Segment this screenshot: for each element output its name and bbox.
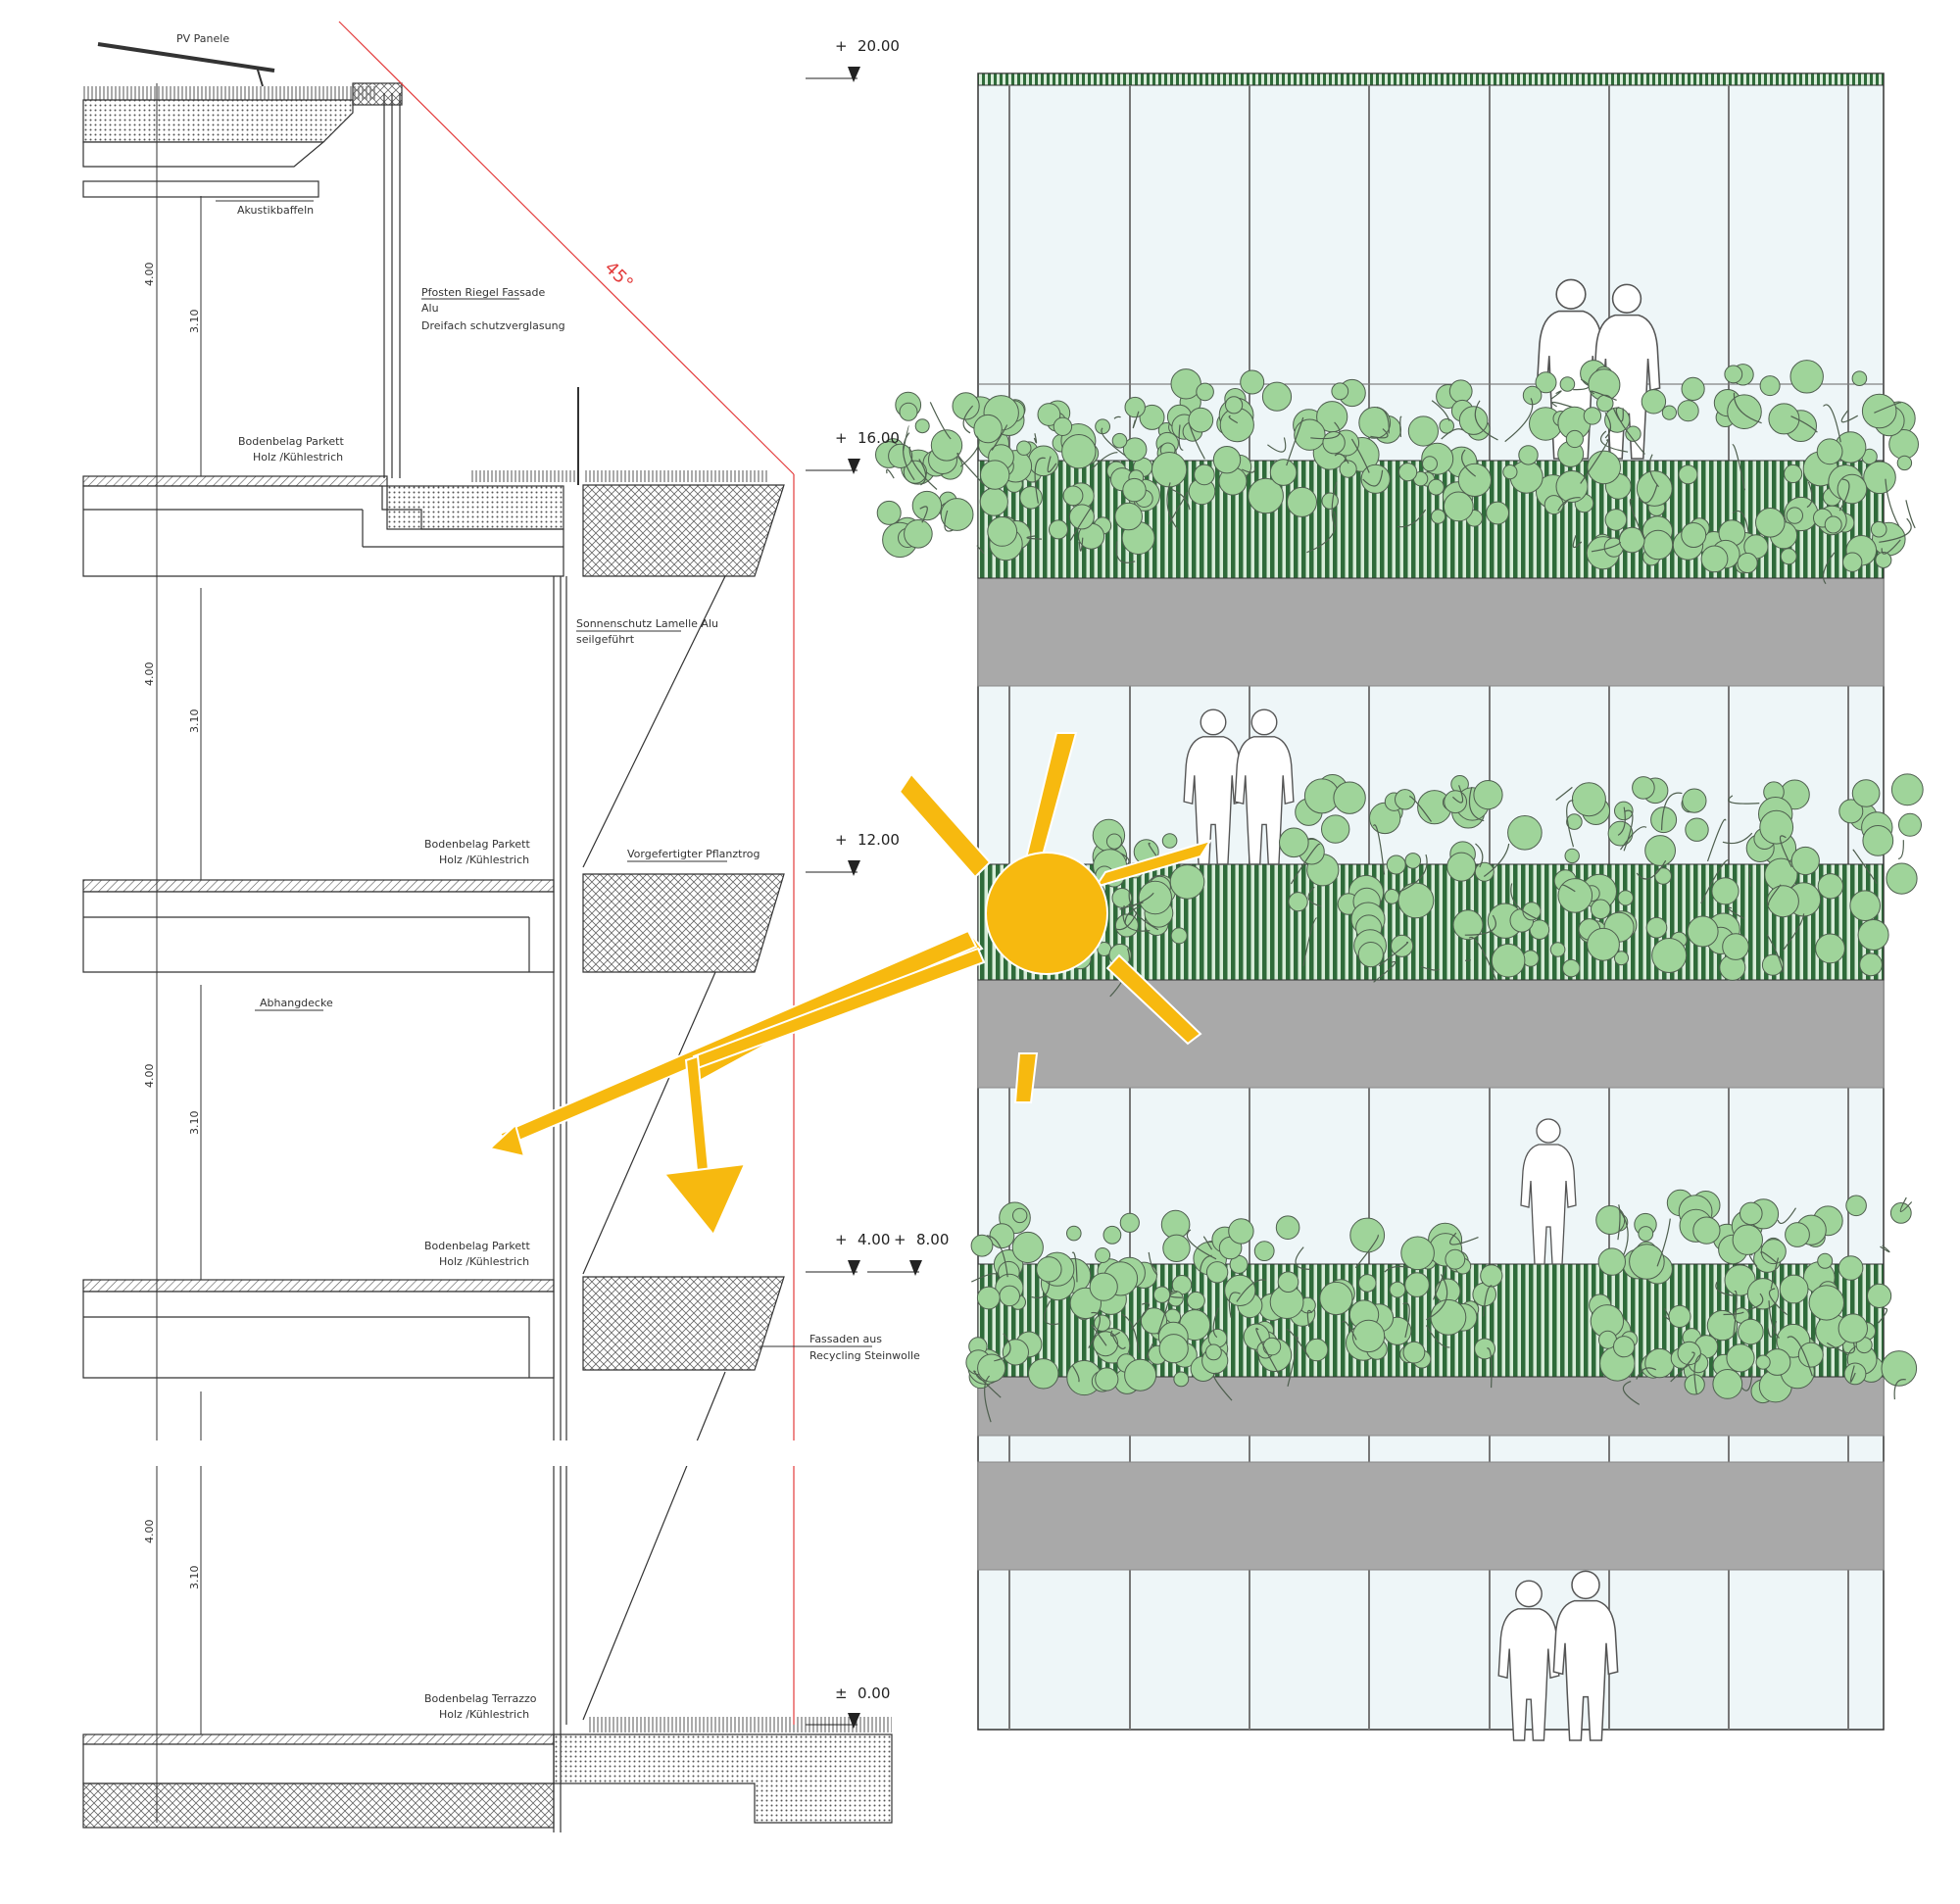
label-floor-b-2: Holz /Kühlestrich — [439, 854, 529, 866]
level-0-sign: ± — [835, 1684, 848, 1702]
person-silhouette — [1497, 1580, 1560, 1741]
level-4: + 4.00 — [806, 1231, 890, 1276]
level-16-sign: + — [835, 429, 848, 447]
foliage-cluster — [1218, 1215, 1503, 1389]
person-silhouette — [1183, 708, 1244, 865]
label-floor-c-1: Bodenbelag Parkett — [424, 1240, 530, 1252]
label-floor-b-1: Bodenbelag Parkett — [424, 838, 530, 851]
facade-mullion-top — [383, 93, 401, 478]
slab-level-16 — [82, 387, 785, 577]
level-0-value: 0.00 — [858, 1684, 890, 1702]
level-triangle-icon — [848, 67, 860, 82]
person-silhouette — [1552, 1570, 1619, 1741]
dim-floor-1: 4.00 — [143, 263, 156, 287]
label-acoustic: Akustikbaffeln — [237, 204, 314, 217]
foliage-cluster — [1555, 360, 1919, 585]
label-floor-c-2: Holz /Kühlestrich — [439, 1255, 529, 1268]
label-sunshade-1: Sonnenschutz Lamelle Alu — [576, 617, 718, 630]
level-4-sign: + — [835, 1231, 848, 1248]
dim-clear-4: 3.10 — [188, 1566, 201, 1590]
level-20: + 20.00 — [806, 37, 900, 82]
label-planter: Vorgefertigter Pflanztrog — [627, 848, 760, 860]
foliage-cluster — [1279, 773, 1924, 983]
foliage-cluster — [965, 1201, 1239, 1423]
level-triangle-icon — [848, 459, 860, 474]
section-annotations: PV Panele Akustikbaffeln Pfosten Riegel … — [176, 32, 920, 1721]
level-12-sign: + — [835, 831, 848, 849]
facade-elevation — [875, 73, 1924, 1741]
level-markers: + 20.00 + 16.00 + 12.00 + 4.00 + 8.00 — [806, 37, 949, 1729]
dim-clear-2: 3.10 — [188, 709, 201, 734]
level-triangle-icon — [848, 1713, 860, 1729]
level-20-value: 20.00 — [858, 37, 900, 55]
pv-panel — [97, 42, 275, 87]
person-silhouette — [1520, 1118, 1577, 1265]
label-angle: 45° — [601, 258, 637, 294]
person-silhouette — [1234, 708, 1295, 865]
foliage-cluster — [875, 391, 1160, 563]
roof-slab — [82, 82, 403, 198]
level-8-value: 8.00 — [916, 1231, 949, 1248]
label-facade-1: Pfosten Riegel Fassade — [421, 286, 546, 299]
climbing-plant-icon — [875, 360, 1924, 1423]
level-16-value: 16.00 — [858, 429, 900, 447]
facade-columns — [553, 576, 567, 1832]
level-8: + 8.00 — [867, 1231, 949, 1276]
dim-floor-3: 4.00 — [143, 1064, 156, 1089]
label-facade-wool-1: Fassaden aus — [809, 1333, 882, 1345]
slab-level-8 — [82, 1276, 785, 1379]
level-16: + 16.00 — [806, 429, 900, 474]
level-12-value: 12.00 — [858, 831, 900, 849]
label-floor-d-1: Bodenbelag Terrazzo — [424, 1692, 537, 1705]
foliage-cluster — [1589, 1189, 1918, 1405]
level-8-sign: + — [894, 1231, 906, 1248]
dim-clear-1: 3.10 — [188, 310, 201, 334]
level-12: + 12.00 — [806, 831, 900, 876]
level-triangle-icon — [848, 860, 860, 876]
ground-slab — [82, 1717, 893, 1829]
level-triangle-icon — [848, 1260, 860, 1276]
red-guides — [338, 21, 795, 1725]
sun-icon — [487, 732, 1213, 1237]
label-facade-3: Dreifach schutzverglasung — [421, 319, 565, 332]
dim-floor-2: 4.00 — [143, 662, 156, 687]
sunshade-lamella — [582, 575, 726, 1721]
label-floor-a-1: Bodenbelag Parkett — [238, 435, 344, 448]
dimension-lines — [156, 83, 202, 1823]
roof-edge — [977, 73, 1885, 86]
label-floor-d-2: Holz /Kühlestrich — [439, 1708, 529, 1721]
level-20-sign: + — [835, 37, 848, 55]
dim-floor-4: 4.00 — [143, 1520, 156, 1544]
level-triangle-icon — [909, 1260, 922, 1276]
dimension-text: 4.00 3.10 4.00 3.10 4.00 3.10 4.00 3.10 — [143, 263, 201, 1590]
slab-bands — [977, 577, 1885, 1571]
slab-level-12 — [82, 873, 785, 973]
label-facade-wool-2: Recycling Steinwolle — [809, 1349, 920, 1362]
dim-clear-3: 3.10 — [188, 1111, 201, 1136]
level-0: ± 0.00 — [806, 1684, 890, 1729]
label-floor-a-2: Holz /Kühlestrich — [253, 451, 343, 464]
label-ceiling: Abhangdecke — [260, 997, 333, 1009]
level-4-value: 4.00 — [858, 1231, 890, 1248]
label-sunshade-2: seilgeführt — [576, 633, 635, 646]
label-pv: PV Panele — [176, 32, 229, 45]
foliage-cluster — [1114, 368, 1576, 554]
building-section — [74, 42, 936, 1832]
label-facade-2: Alu — [421, 302, 439, 315]
